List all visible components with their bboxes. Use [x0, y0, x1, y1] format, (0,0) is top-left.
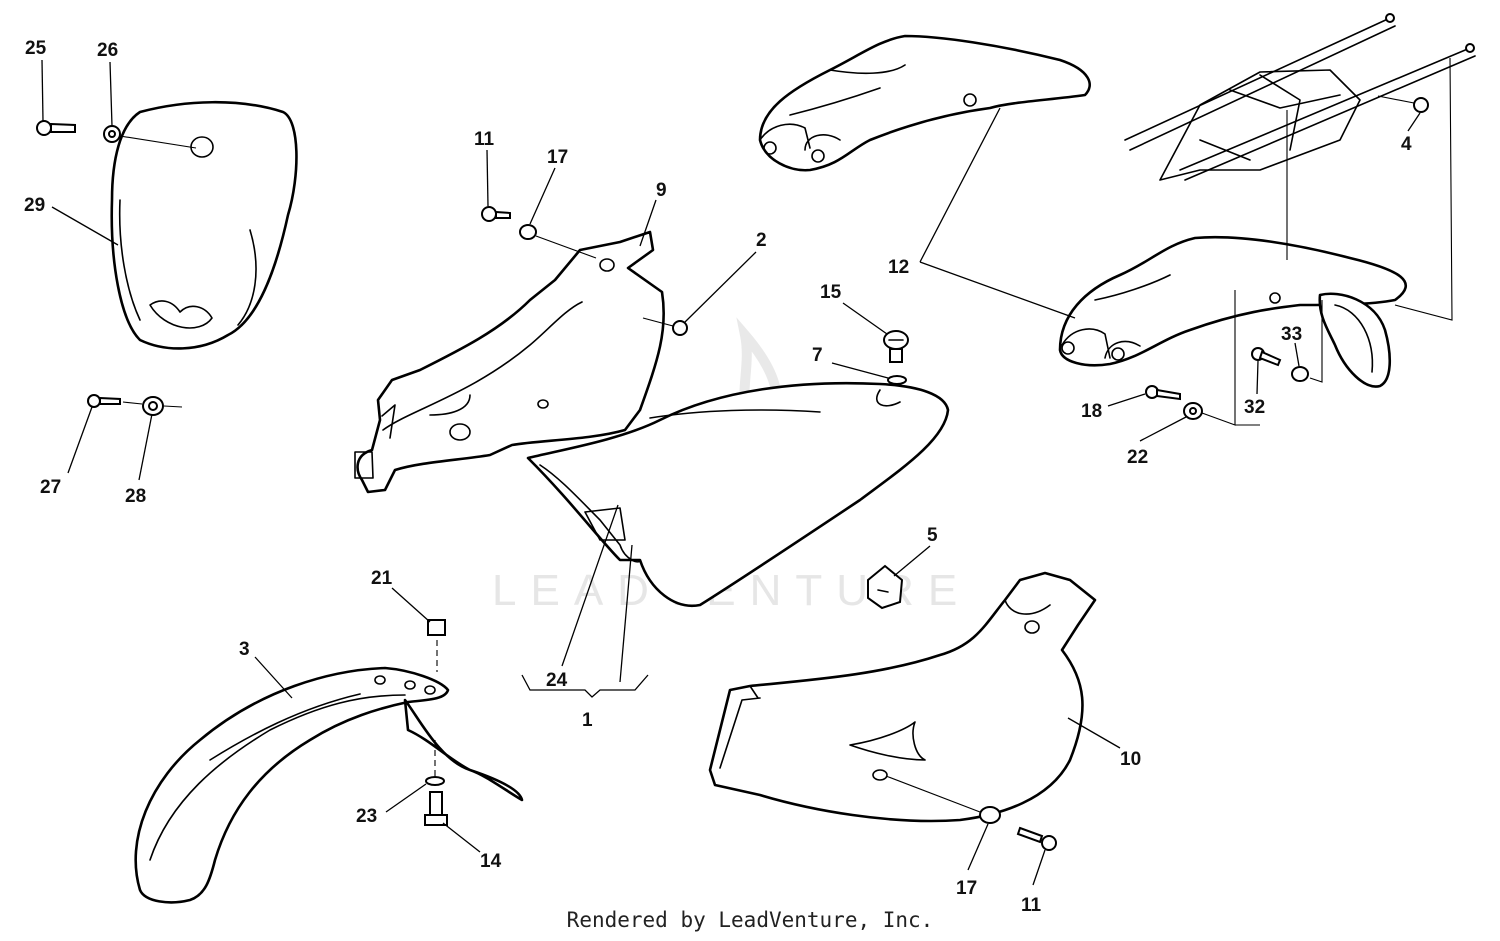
callout-28: 28	[125, 486, 146, 507]
callout-22: 22	[1127, 447, 1148, 468]
footer-credit: Rendered by LeadVenture, Inc.	[566, 908, 934, 932]
callout-2: 2	[756, 230, 767, 251]
grommet-28	[142, 396, 164, 416]
bolt-32	[1251, 347, 1282, 367]
bolt-11-lower	[1016, 826, 1057, 851]
callout-5: 5	[927, 525, 938, 546]
grommet-22	[1183, 402, 1203, 420]
bolt-21	[427, 619, 446, 672]
washer-17-upper	[519, 224, 537, 240]
front-fender	[134, 666, 524, 904]
bolt-11-upper	[481, 206, 511, 222]
callout-32: 32	[1244, 397, 1265, 418]
callout-26: 26	[97, 40, 118, 61]
nut-4	[1377, 95, 1429, 113]
callout-3: 3	[239, 639, 250, 660]
grommet-26	[103, 125, 121, 143]
callout-9: 9	[656, 180, 667, 201]
washer-17-lower	[979, 806, 1001, 824]
leader-lines	[41, 59, 1421, 886]
callout-11-lower: 11	[1021, 895, 1042, 916]
callout-18: 18	[1081, 401, 1102, 422]
callout-1: 1	[582, 710, 593, 731]
callout-23: 23	[356, 806, 377, 827]
left-side-cover	[354, 230, 666, 494]
callout-12: 12	[888, 257, 909, 278]
callout-24: 24	[546, 670, 568, 691]
screw-15	[883, 330, 909, 363]
callout-21: 21	[371, 568, 393, 589]
number-plate	[110, 100, 298, 350]
callout-labels: 25 26 29 27 28 11 17 9 2 15 7 12 4 33 18…	[24, 38, 1412, 916]
callout-10: 10	[1120, 749, 1141, 770]
callout-11-upper: 11	[474, 129, 495, 150]
bolt-2	[642, 317, 688, 336]
bolt-18	[1145, 385, 1181, 401]
callout-17-lower: 17	[956, 878, 977, 899]
callout-33: 33	[1281, 324, 1302, 345]
callout-25: 25	[25, 38, 47, 59]
callout-27: 27	[40, 477, 61, 498]
frame-rails	[1124, 13, 1476, 181]
callout-17-upper: 17	[547, 147, 568, 168]
callout-7: 7	[812, 345, 823, 366]
bolt-33	[1291, 366, 1309, 382]
right-side-cover	[708, 571, 1097, 823]
washer-23	[425, 740, 445, 786]
washer-7	[887, 375, 907, 385]
clip-5	[867, 564, 904, 610]
callout-15: 15	[820, 282, 842, 303]
bolt-25	[36, 120, 76, 136]
callout-29: 29	[24, 195, 45, 216]
bolt-14	[424, 791, 448, 826]
callout-14: 14	[480, 851, 502, 872]
rear-fender-assembled	[1058, 235, 1408, 388]
bolt-27	[87, 394, 121, 408]
seat	[526, 381, 950, 608]
callout-4: 4	[1401, 134, 1412, 155]
rear-fender-top	[758, 34, 1091, 172]
